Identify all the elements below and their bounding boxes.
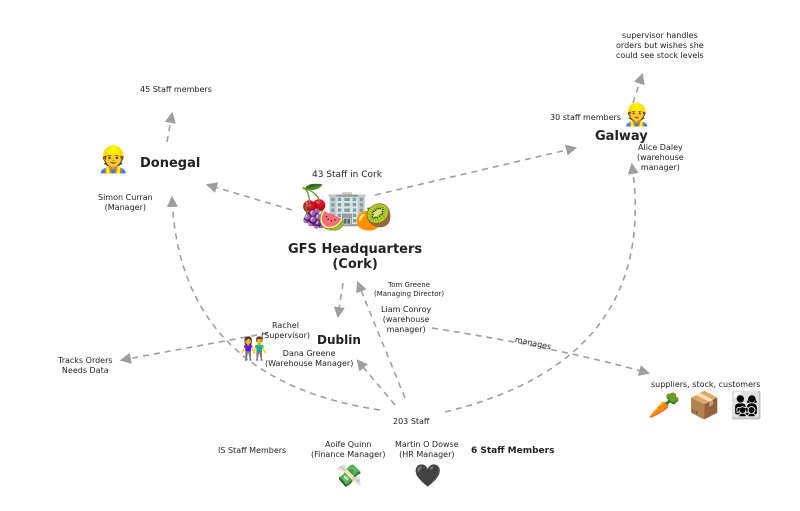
galway-manager-label: Alice Daley (warehouse manager) — [637, 143, 684, 172]
aoife-label: Aoife Quinn (Finance Manager) — [311, 440, 386, 459]
suppliers-label: suppliers, stock, customers — [651, 380, 761, 389]
tracks-orders-note: Tracks Orders Needs Data — [58, 356, 113, 375]
galway-title: Galway — [595, 129, 648, 144]
hq-title: GFS Headquarters (Cork) — [288, 242, 423, 272]
six-staff-label: 6 Staff Members — [471, 446, 555, 456]
donegal-title: Donegal — [140, 156, 201, 171]
donegal-staff-label: 45 Staff members — [140, 85, 212, 94]
dublin-title: Dublin — [317, 333, 361, 347]
black-heart-icon: 🖤 — [414, 464, 442, 489]
cherries-icon: 🍒 — [298, 184, 331, 214]
arrow-hq-to-donegal — [205, 182, 293, 211]
arrow-203-to-galway — [444, 162, 639, 413]
orange-icon: 🍊 — [355, 207, 383, 232]
worker-icon: 👷 — [97, 145, 130, 175]
dana-label: Dana Greene (Warehouse Manager) — [265, 349, 354, 368]
family-icon: 👨‍👩‍👧‍👦 — [730, 391, 763, 421]
donegal-manager-label: Simon Curran (Manager) — [98, 193, 153, 212]
watermelon-icon: 🍉 — [318, 209, 346, 234]
arrow-rachel-to-tracks — [119, 332, 269, 364]
staff-203-label: 203 Staff — [393, 417, 430, 426]
tom-label: Tom Greene (Managing Director) — [374, 281, 445, 298]
arrow-hq-to-galway — [374, 144, 578, 196]
arrow-203-to-hq — [356, 280, 406, 399]
arrow-203-to-donegal — [166, 195, 381, 411]
building-icon: 🏢 — [326, 188, 369, 228]
cork-staff-label: 43 Staff in Cork — [312, 170, 382, 180]
liam-label: Liam Conroy (warehouse manager) — [381, 305, 432, 334]
arrow-203-to-dublin — [356, 359, 396, 406]
carrot-icon: 🥕 — [648, 391, 681, 421]
grapes-icon: 🍇 — [300, 205, 328, 230]
money-icon: 💸 — [335, 464, 363, 489]
package-icon: 📦 — [688, 391, 721, 421]
galway-note: supervisor handles orders but wishes she… — [616, 31, 704, 60]
is-staff-label: IS Staff Members — [218, 446, 287, 455]
galway-staff-label: 30 staff members — [550, 113, 621, 122]
arrow-hq-to-dublin — [333, 282, 345, 319]
arrow-donegal-to-staff — [164, 111, 176, 143]
arrow-galway-to-note — [632, 72, 645, 104]
worker-icon: 👷 — [623, 103, 651, 128]
kiwi-icon: 🥝 — [365, 204, 393, 229]
martin-label: Martin O Dowse (HR Manager) — [395, 440, 459, 459]
couple-icon: 👫 — [240, 337, 268, 362]
rachel-label: Rachel (Supervisor) — [261, 321, 310, 340]
